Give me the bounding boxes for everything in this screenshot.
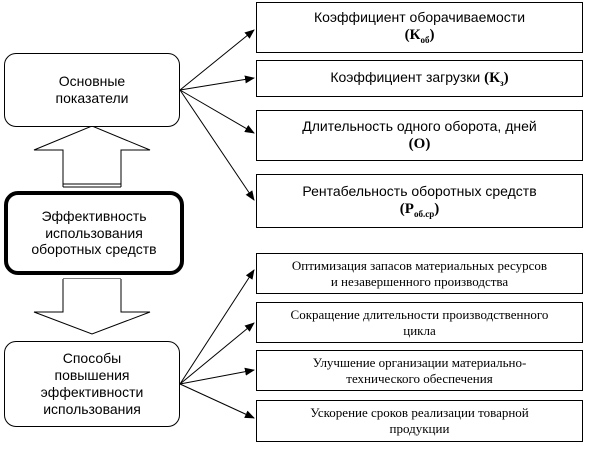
central-node: Эффективность использования оборотных ср… [4,191,184,275]
indicator-label-1: Коэффициент оборачиваемости [313,9,526,26]
arrow-to-method-2 [179,322,255,385]
down-block-arrow [33,278,151,335]
indicator-symbol-3: (О) [408,135,431,152]
arrow-to-indicator-1 [179,29,255,91]
arrow-to-method-4 [179,383,255,419]
methods-node-line3: эффективности [40,384,144,400]
method-2-line1: Сокращение длительности производственног… [290,306,549,322]
arrow-to-indicator-2 [179,75,255,91]
indicator-box-4: Рентабельность оборотных средств (Роб.ср… [256,174,583,228]
methods-node-line4: использования [43,400,141,417]
indicator-symbol-2: (Кз) [484,69,509,88]
method-3-line1: Улучшение организации материально- [312,354,527,370]
method-4-line1: Ускорение сроков реализации товарной [310,405,529,421]
indicator-box-3: Длительность одного оборота, дней (О) [256,110,583,161]
methods-node-line1: Способы [62,350,122,367]
method-box-4: Ускорение сроков реализации товарной про… [256,400,583,442]
indicators-node-line1: Основные [58,73,126,90]
method-box-2: Сокращение длительности производственног… [256,302,583,343]
indicator-box-2: Коэффициент загрузки (Кз) [256,60,583,97]
method-4-line2: продукции [389,421,450,436]
indicator-box-1: Коэффициент оборачиваемости (Коб) [256,2,583,53]
indicator-symbol-4: (Роб.ср) [399,200,440,219]
methods-node: Способы повышения эффективности использо… [4,341,180,427]
arrow-to-method-3 [179,367,255,385]
method-box-1: Оптимизация запасов материальных ресурсо… [256,253,583,294]
method-box-3: Улучшение организации материально- техни… [256,350,583,391]
central-node-line2: использования [45,224,143,241]
method-2-line2: цикла [403,322,436,338]
central-node-line1: Эффективность [41,207,147,224]
up-block-arrow [33,125,151,188]
indicator-label-2: Коэффициент загрузки [330,68,485,85]
methods-node-line2: повышения [54,367,130,384]
indicators-node: Основные показатели [4,53,180,127]
central-node-line3: оборотных средств [31,241,157,258]
indicator-symbol-1: (Коб) [404,27,435,45]
indicator-label-4: Рентабельность оборотных средств [302,182,537,199]
indicator-label-3: Длительность одного оборота, дней [302,118,537,135]
arrow-to-indicator-3 [179,89,255,134]
method-1-line1: Оптимизация запасов материальных ресурсо… [291,257,548,273]
method-1-line2: и незавершенного производства [330,273,509,289]
arrow-to-indicator-4 [179,89,255,201]
indicator-row-2: Коэффициент загрузки (Кз) [330,69,508,89]
indicators-node-line2: показатели [55,90,129,106]
method-3-line2: технического обеспечения [346,370,493,386]
arrow-to-method-1 [179,269,255,385]
